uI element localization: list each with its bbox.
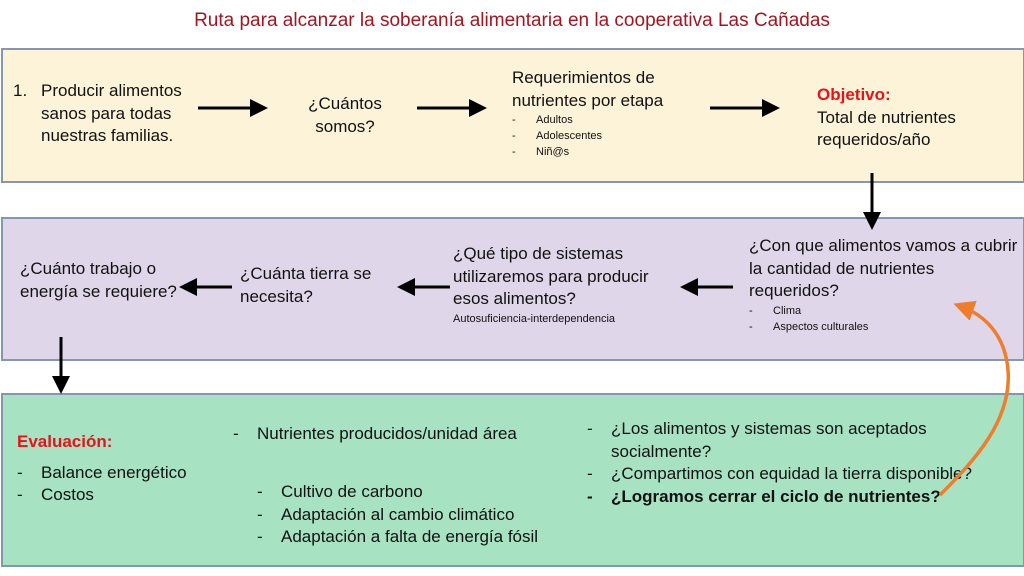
requirements-title: Requerimientos de nutrientes por etapa: [512, 68, 664, 110]
list-item: ¿Compartimos con equidad la tierra dispo…: [587, 463, 987, 486]
systems-note: Autosuficiencia-interdependencia: [453, 312, 616, 325]
questions-list: ¿Los alimentos y sistemas son aceptados …: [587, 418, 987, 508]
evaluation-list: Balance energético Costos: [17, 462, 227, 507]
systems-block: ¿Qué tipo de sistemas utilizaremos para …: [453, 243, 683, 327]
systems-question: ¿Qué tipo de sistemas utilizaremos para …: [453, 244, 649, 308]
objective: Objetivo: Total de nutrientes requeridos…: [817, 84, 997, 152]
list-item: Nutrientes producidos/unidad área: [233, 423, 573, 446]
list-item: Niñ@s: [512, 144, 702, 160]
list-item: ¿Los alimentos y sistemas son aceptados …: [587, 418, 987, 463]
step-produce-food: Producir alimentos sanos para todas nues…: [41, 81, 182, 145]
step-how-many: ¿Cuántos somos?: [308, 94, 382, 136]
step-number: 1.: [13, 81, 28, 100]
middle-list: Cultivo de carbono Adaptación al cambio …: [257, 481, 587, 549]
list-item: Clima: [749, 303, 1019, 319]
evaluation-label: Evaluación:: [17, 432, 113, 451]
list-item: Aspectos culturales: [749, 319, 1019, 335]
list-item: Cultivo de carbono: [257, 481, 587, 504]
list-item-final: ¿Logramos cerrar el ciclo de nutrientes?: [587, 486, 987, 509]
stage-list: Adultos Adolescentes Niñ@s: [512, 112, 702, 160]
step-nutrient-requirements: Requerimientos de nutrientes por etapa A…: [512, 67, 702, 160]
foods-block: ¿Con que alimentos vamos a cubrir la can…: [749, 235, 1019, 335]
page-title: Ruta para alcanzar la soberanía alimenta…: [194, 10, 830, 31]
work-question: ¿Cuánto trabajo o energía se requiere?: [20, 259, 177, 301]
list-item: Adaptación a falta de energía fósil: [257, 526, 587, 549]
list-item: Costos: [17, 484, 227, 507]
list-item: Adolescentes: [512, 128, 702, 144]
objective-text: Total de nutrientes requeridos/año: [817, 107, 956, 150]
land-question: ¿Cuánta tierra se necesita?: [240, 264, 372, 306]
evaluation-block: Evaluación: Balance energético Costos: [17, 431, 227, 507]
objective-label: Objetivo:: [817, 85, 891, 104]
row-planning: [1, 217, 1024, 361]
list-item: Adaptación al cambio climático: [257, 504, 587, 527]
list-item: Balance energético: [17, 462, 227, 485]
nutrients-list: Nutrientes producidos/unidad área: [233, 423, 573, 446]
list-item: Adultos: [512, 112, 702, 128]
foods-factors: Clima Aspectos culturales: [749, 303, 1019, 335]
cycle-arrow-icon: [938, 300, 1010, 497]
foods-question: ¿Con que alimentos vamos a cubrir la can…: [749, 236, 1018, 300]
